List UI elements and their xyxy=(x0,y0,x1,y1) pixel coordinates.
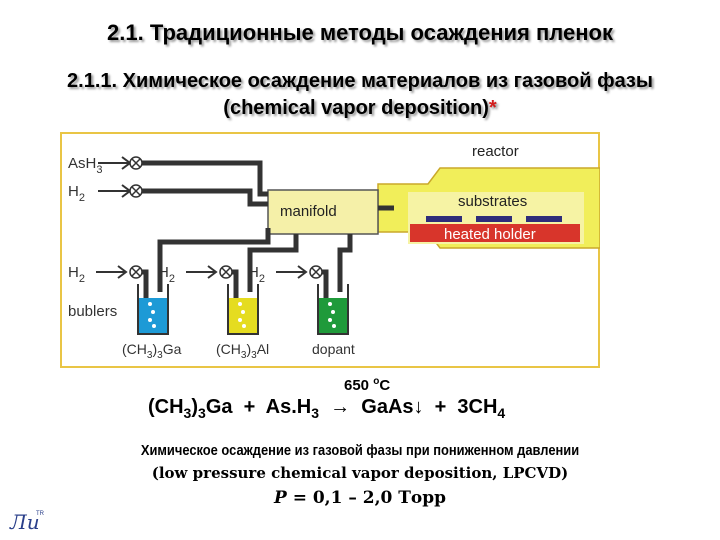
manifold xyxy=(267,189,379,235)
svg-text:TR: TR xyxy=(36,511,45,517)
subtitle-number: 2.1.1. xyxy=(67,70,118,92)
heated-holder xyxy=(410,224,580,242)
bublers-label: bublers xyxy=(68,303,117,320)
substrate xyxy=(526,216,562,222)
section-subtitle: 2.1.1. Химическое осаждение материалов и… xyxy=(0,70,720,93)
footnote-asterisk: * xyxy=(488,97,497,119)
bubbler-label-dopant: dopant xyxy=(312,341,355,357)
reaction-equation: (CH3)3Ga + As.H3 → GaAs↓ + 3CH4 xyxy=(148,396,506,421)
cvd-diagram: reactor substrates heated holder manifol… xyxy=(60,132,601,368)
bubbler-gas-label: H2 xyxy=(248,264,265,285)
title-text: Традиционные методы осаждения пленок xyxy=(149,20,613,45)
gas-label-ash3: AsH3 xyxy=(68,155,102,176)
reactor xyxy=(377,167,601,249)
reaction-temperature: 650 oC xyxy=(344,376,391,394)
bubbler-ga xyxy=(137,284,169,335)
reactor-label: reactor xyxy=(472,143,519,160)
bubbler-label-ga: (CH3)3Ga xyxy=(122,341,182,361)
title-number: 2.1. xyxy=(107,20,144,45)
section-subtitle-en: (chemical vapor deposition)* xyxy=(0,97,720,120)
valve-icon xyxy=(129,156,323,279)
bubbler-dopant xyxy=(317,284,349,335)
substrate xyxy=(476,216,512,222)
manifold-label: manifold xyxy=(280,203,337,220)
pressure-value: = 0,1 – 2,0 Торр xyxy=(292,488,447,508)
pressure-symbol: P xyxy=(273,488,287,508)
heated-holder-label: heated holder xyxy=(444,226,536,243)
subtitle-en-text: (chemical vapor deposition) xyxy=(223,97,489,119)
substrate xyxy=(426,216,462,222)
svg-text:Ли: Ли xyxy=(9,510,40,534)
gas-label-h2: H2 xyxy=(68,183,85,204)
lpcvd-title-en: (low pressure chemical vapor deposition,… xyxy=(151,464,569,482)
bubbler-gas-label: H2 xyxy=(68,264,85,285)
page-title: 2.1. Традиционные методы осаждения плено… xyxy=(0,20,720,46)
lpcvd-title-ru: Химическое осаждение из газовой фазы при… xyxy=(140,442,580,459)
bubbler-al xyxy=(227,284,259,335)
lpcvd-pressure: P = 0,1 – 2,0 Торр xyxy=(0,488,720,508)
subtitle-text: Химическое осаждение материалов из газов… xyxy=(122,70,653,92)
bubbler-gas-label: H2 xyxy=(158,264,175,285)
bubbler-label-al: (CH3)3Al xyxy=(216,341,269,361)
substrates-label: substrates xyxy=(458,193,527,210)
logo: Ли TR xyxy=(8,505,48,535)
